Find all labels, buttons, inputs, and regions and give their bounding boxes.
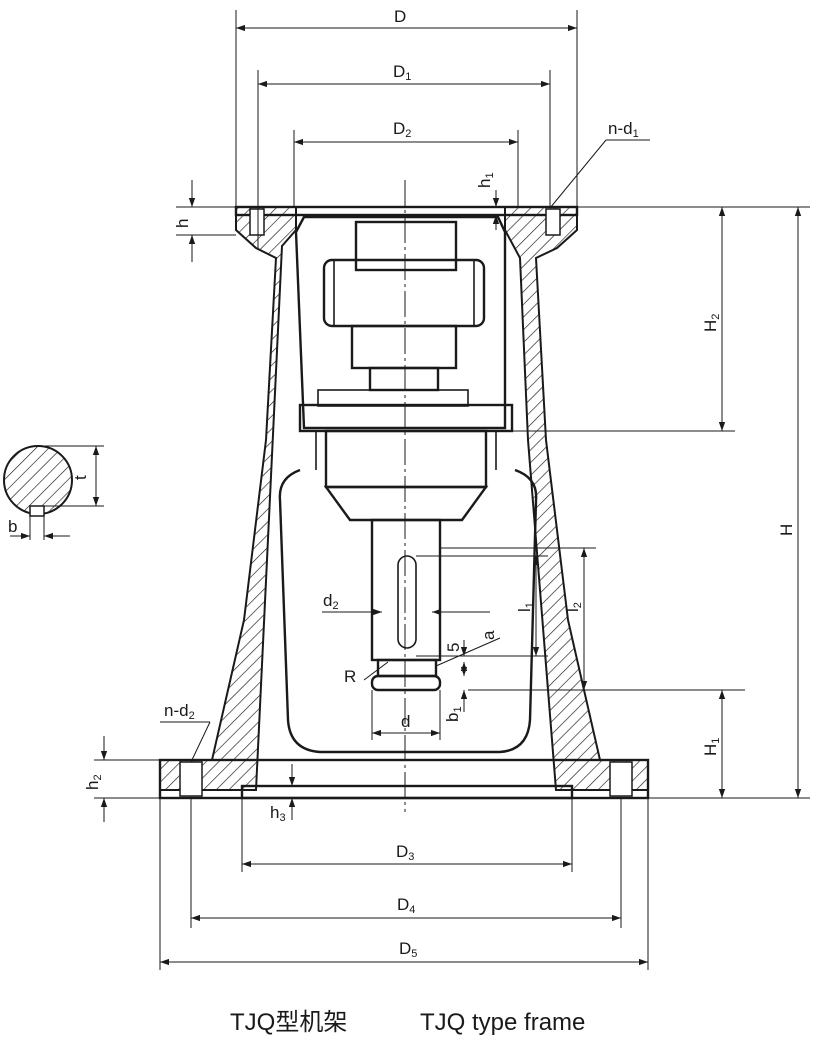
leader-n-d1 xyxy=(549,139,650,209)
label-b: b xyxy=(8,517,17,536)
frame-right-wall xyxy=(504,206,649,791)
label-l1: l1 xyxy=(515,602,536,612)
dim-D5 xyxy=(159,798,649,970)
dim-D4 xyxy=(190,798,622,928)
dim-H1 xyxy=(468,689,810,799)
label-H1: H1 xyxy=(701,738,722,756)
label-D5: D5 xyxy=(399,939,417,960)
label-b1: b1 xyxy=(443,706,464,722)
label-5: 5 xyxy=(444,643,463,652)
label-l2: l2 xyxy=(563,602,584,612)
top-flange xyxy=(234,205,579,217)
dim-h xyxy=(176,180,236,262)
label-D4: D4 xyxy=(397,895,415,916)
leader-n-d2 xyxy=(160,721,211,763)
dim-l1 xyxy=(416,555,548,657)
bearing-housing xyxy=(315,429,497,522)
label-h1: h1 xyxy=(475,172,496,188)
label-a: a xyxy=(479,630,498,640)
label-h: h xyxy=(173,219,192,228)
dim-l2 xyxy=(440,547,596,690)
label-R: R xyxy=(344,667,356,686)
dim-D1 xyxy=(257,70,551,250)
label-h3: h3 xyxy=(270,803,286,824)
label-H: H xyxy=(777,524,796,536)
label-d2: d2 xyxy=(323,591,339,612)
label-D1: D1 xyxy=(393,62,411,83)
label-d: d xyxy=(401,712,410,731)
dim-h2 xyxy=(94,736,160,822)
label-t: t xyxy=(71,475,90,480)
label-D: D xyxy=(394,7,406,26)
output-shaft xyxy=(370,518,442,692)
caption-english: TJQ type frame xyxy=(420,1009,585,1036)
dim-H2 xyxy=(577,206,810,431)
leader-R xyxy=(363,661,389,681)
label-n-d1: n-d1 xyxy=(608,119,639,140)
dim-D xyxy=(235,10,578,207)
label-H2: H2 xyxy=(701,314,722,332)
inner-cavity-lower xyxy=(278,468,538,754)
bottom-bolt-holes xyxy=(179,761,633,797)
label-h2: h2 xyxy=(83,774,104,790)
dim-d xyxy=(371,690,441,740)
motor-assembly xyxy=(317,220,486,407)
shaft-section-inset xyxy=(3,445,104,540)
label-n-d2: n-d2 xyxy=(164,701,195,722)
top-bolt-holes xyxy=(249,208,561,236)
leader-a xyxy=(435,637,501,667)
label-D2: D2 xyxy=(393,119,411,140)
caption-chinese: TJQ型机架 xyxy=(230,1009,347,1036)
dim-D2 xyxy=(293,130,519,207)
dim-D3 xyxy=(241,798,573,872)
label-D3: D3 xyxy=(396,842,414,863)
